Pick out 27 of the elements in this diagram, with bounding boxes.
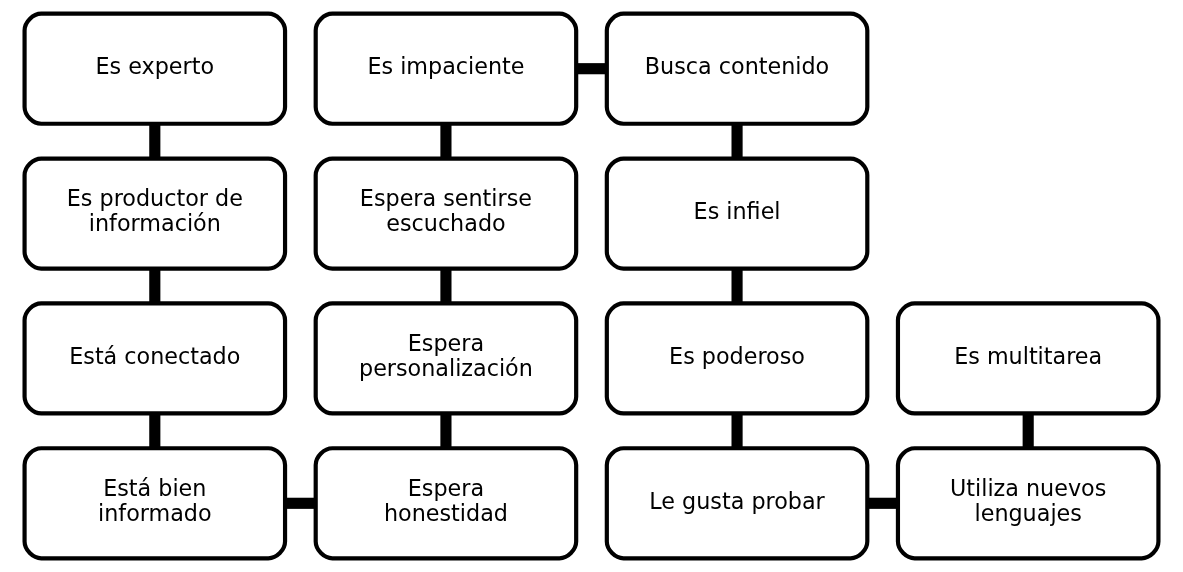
connector	[149, 123, 161, 159]
node-box: Está conectado	[22, 301, 288, 416]
connector	[731, 268, 743, 304]
node-box: Busca contenido	[604, 11, 870, 126]
node-box: Utiliza nuevos lenguajes	[895, 446, 1161, 561]
connector	[1022, 413, 1034, 449]
node-box: Es multitarea	[895, 301, 1161, 416]
connector	[731, 123, 743, 159]
connector	[149, 413, 161, 449]
connector	[285, 497, 316, 509]
connector	[149, 268, 161, 304]
node-box: Es experto	[22, 11, 288, 126]
connector	[731, 413, 743, 449]
node-box: Espera sentirse escuchado	[313, 156, 579, 271]
node-box: Está bien informado	[22, 446, 288, 561]
connector	[867, 497, 898, 509]
node-box: Es impaciente	[313, 11, 579, 126]
connector	[440, 268, 452, 304]
node-box: Es productor de información	[22, 156, 288, 271]
node-box: Es poderoso	[604, 301, 870, 416]
connector	[440, 123, 452, 159]
connector	[440, 413, 452, 449]
node-box: Espera honestidad	[313, 446, 579, 561]
node-box: Le gusta probar	[604, 446, 870, 561]
connector	[576, 63, 607, 75]
node-box: Espera personalización	[313, 301, 579, 416]
node-box: Es infiel	[604, 156, 870, 271]
